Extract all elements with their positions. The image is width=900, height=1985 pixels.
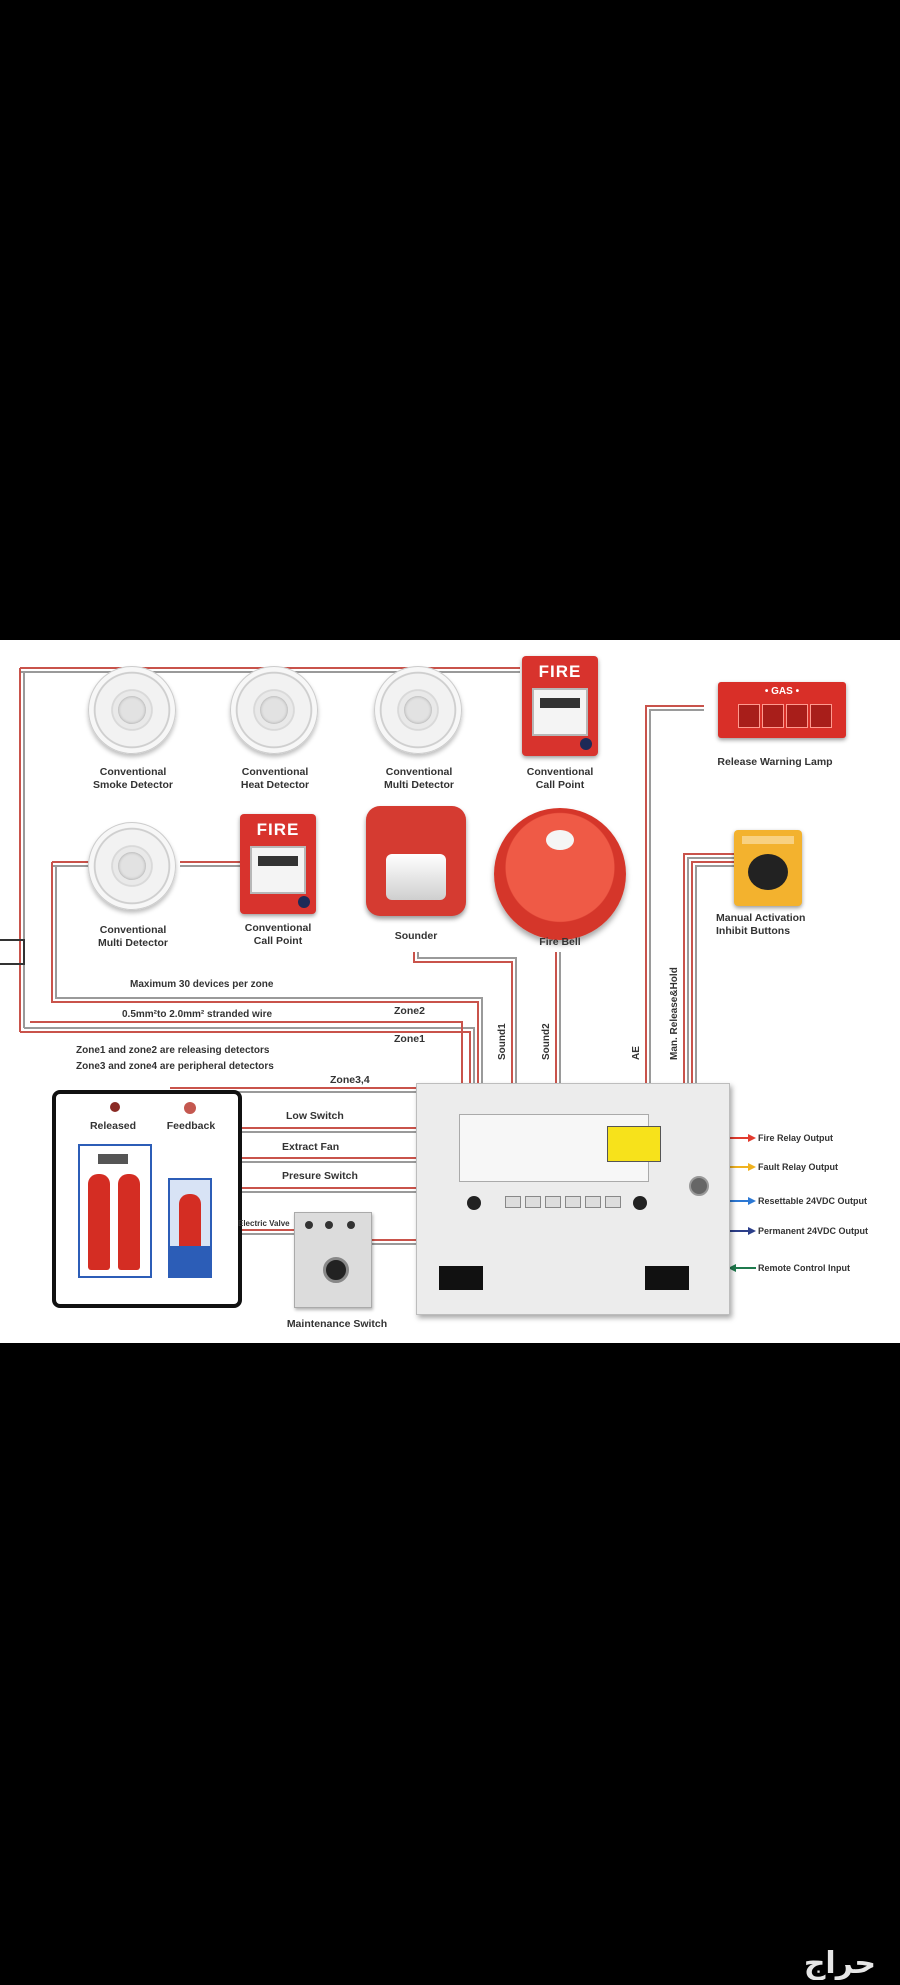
multi-detector-icon — [374, 666, 462, 754]
zone1-label: Zone1 — [394, 1033, 425, 1045]
manual-inhibit-label: Manual Activation Inhibit Buttons — [716, 912, 806, 937]
zone2-label: Zone2 — [394, 1005, 425, 1017]
wire-spec-note: 0.5mm²to 2.0mm² stranded wire — [122, 1009, 273, 1020]
key-switch-icon — [689, 1176, 709, 1196]
panel-warning-label-icon — [607, 1126, 661, 1162]
heat-detector-label: Conventional Heat Detector — [240, 766, 310, 791]
haraj-watermark: حراج — [803, 1947, 876, 1980]
multi-detector-2-icon — [88, 822, 176, 910]
cylinder-rack-icon — [78, 1144, 152, 1278]
sounder-icon — [366, 806, 466, 916]
smoke-detector-icon — [88, 666, 176, 754]
low-switch-label: Low Switch — [286, 1110, 344, 1122]
smoke-detector-label: Conventional Smoke Detector — [93, 766, 173, 791]
wiring-lines — [0, 667, 756, 1272]
maintenance-switch-label: Maintenance Switch — [286, 1318, 388, 1330]
cylinder-rack-2-icon — [168, 1178, 212, 1278]
fire-bell-icon — [494, 808, 626, 940]
fire-control-panel — [416, 1083, 730, 1315]
call-point-icon: FIRE — [522, 656, 598, 756]
remote-control-input-label: Remote Control Input — [758, 1263, 850, 1273]
zone34-label: Zone3,4 — [330, 1074, 370, 1086]
ae-label: AE — [631, 1046, 642, 1060]
permanent-output-label: Permanent 24VDC Output — [758, 1226, 869, 1236]
feedback-label: Feedback — [166, 1120, 216, 1132]
feedback-indicator-icon — [184, 1102, 196, 1114]
call-point-2-icon: FIRE — [240, 814, 316, 914]
sound1-label: Sound1 — [497, 1023, 508, 1060]
released-indicator-icon — [110, 1102, 120, 1112]
pressure-switch-label: Presure Switch — [282, 1170, 358, 1182]
fire-bell-label: Fire Bell — [539, 936, 581, 948]
multi-detector-label: Conventional Multi Detector — [383, 766, 454, 791]
sound2-label: Sound2 — [541, 1023, 552, 1060]
multi-detector-2-label: Conventional Multi Detector — [97, 924, 168, 949]
man-release-label: Man. Release&Hold — [669, 967, 680, 1060]
fault-relay-output-label: Fault Relay Output — [758, 1162, 839, 1172]
call-point-2-label: Conventional Call Point — [244, 922, 312, 947]
released-label: Released — [89, 1120, 137, 1132]
resettable-output-label: Resettable 24VDC Output — [758, 1196, 868, 1206]
max-devices-note: Maximum 30 devices per zone — [130, 979, 274, 990]
heat-detector-icon — [230, 666, 318, 754]
maintenance-switch-icon — [294, 1212, 372, 1308]
zone-note-2: Zone3 and zone4 are peripheral detectors — [76, 1061, 274, 1072]
release-warning-lamp-label: Release Warning Lamp — [717, 756, 833, 768]
call-point-label: Conventional Call Point — [526, 766, 594, 791]
manual-inhibit-buttons-icon — [734, 830, 802, 906]
diagram-panel: Conventional Smoke Detector Conventional… — [0, 640, 900, 1343]
zone-note-1: Zone1 and zone2 are releasing detectors — [76, 1045, 270, 1056]
release-warning-lamp-icon: • GAS • — [718, 682, 846, 738]
fire-relay-output-label: Fire Relay Output — [758, 1133, 834, 1143]
electric-valve-label: Electric Valve — [238, 1219, 290, 1228]
sounder-label: Sounder — [394, 930, 438, 942]
extract-fan-label: Extract Fan — [282, 1141, 340, 1153]
gas-cylinder-cabinet: Released Feedback — [52, 1090, 242, 1308]
